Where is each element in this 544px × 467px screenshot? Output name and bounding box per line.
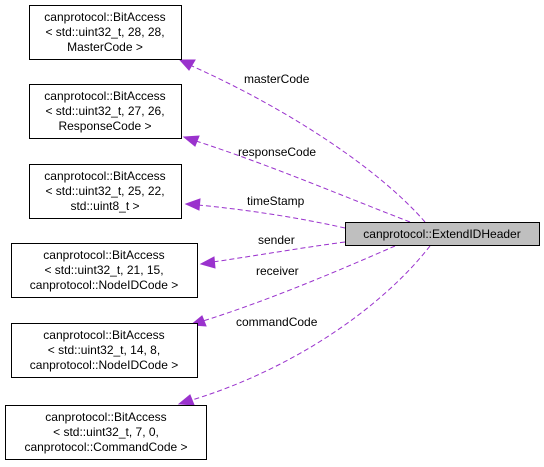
edge-sender: sender <box>199 233 346 269</box>
edge-label-command-code: commandCode <box>236 315 318 329</box>
node-line: < std::uint32_t, 7, 0, <box>53 425 159 439</box>
edge-label-time-stamp: timeStamp <box>247 194 305 208</box>
edge-label-sender: sender <box>258 233 295 247</box>
node-line: < std::uint32_t, 21, 15, <box>44 263 163 277</box>
node-line: canprotocol::CommandCode > <box>24 440 187 454</box>
node-line: < std::uint32_t, 14, 8, <box>48 343 160 357</box>
class-node-command-code[interactable]: canprotocol::BitAccess < std::uint32_t, … <box>5 405 207 460</box>
main-class-label: canprotocol::ExtendIDHeader <box>363 227 520 241</box>
class-node-extend-id-header[interactable]: canprotocol::ExtendIDHeader <box>345 222 540 246</box>
edge-receiver: receiver <box>189 245 396 327</box>
class-node-time-stamp[interactable]: canprotocol::BitAccess < std::uint32_t, … <box>29 164 182 219</box>
node-line: canprotocol::BitAccess <box>44 169 165 183</box>
class-node-master-code[interactable]: canprotocol::BitAccess < std::uint32_t, … <box>29 5 182 60</box>
node-line: < std::uint32_t, 25, 22, <box>45 184 164 198</box>
node-line: canprotocol::BitAccess <box>45 410 166 424</box>
node-line: canprotocol::BitAccess <box>44 10 165 24</box>
class-node-sender[interactable]: canprotocol::BitAccess < std::uint32_t, … <box>11 243 198 298</box>
node-line: canprotocol::BitAccess <box>43 328 164 342</box>
node-line: canprotocol::NodeIDCode > <box>30 358 178 372</box>
edge-response-code: responseCode <box>182 135 411 223</box>
class-node-response-code[interactable]: canprotocol::BitAccess < std::uint32_t, … <box>29 84 182 139</box>
edge-label-response-code: responseCode <box>238 145 316 159</box>
node-line: MasterCode > <box>67 40 143 54</box>
node-line: < std::uint32_t, 28, 28, <box>45 25 164 39</box>
node-line: < std::uint32_t, 27, 26, <box>45 104 164 118</box>
node-line: canprotocol::BitAccess <box>44 89 165 103</box>
node-line: std::uint8_t > <box>70 199 139 213</box>
edge-label-receiver: receiver <box>256 264 299 278</box>
node-line: canprotocol::BitAccess <box>43 248 164 262</box>
edge-label-master-code: masterCode <box>244 72 310 86</box>
class-node-receiver[interactable]: canprotocol::BitAccess < std::uint32_t, … <box>11 323 198 378</box>
edge-command-code: commandCode <box>177 245 431 406</box>
node-line: canprotocol::NodeIDCode > <box>30 278 178 292</box>
node-line: ResponseCode > <box>58 119 151 133</box>
edge-time-stamp: timeStamp <box>184 194 346 229</box>
edge-master-code: masterCode <box>178 59 426 223</box>
